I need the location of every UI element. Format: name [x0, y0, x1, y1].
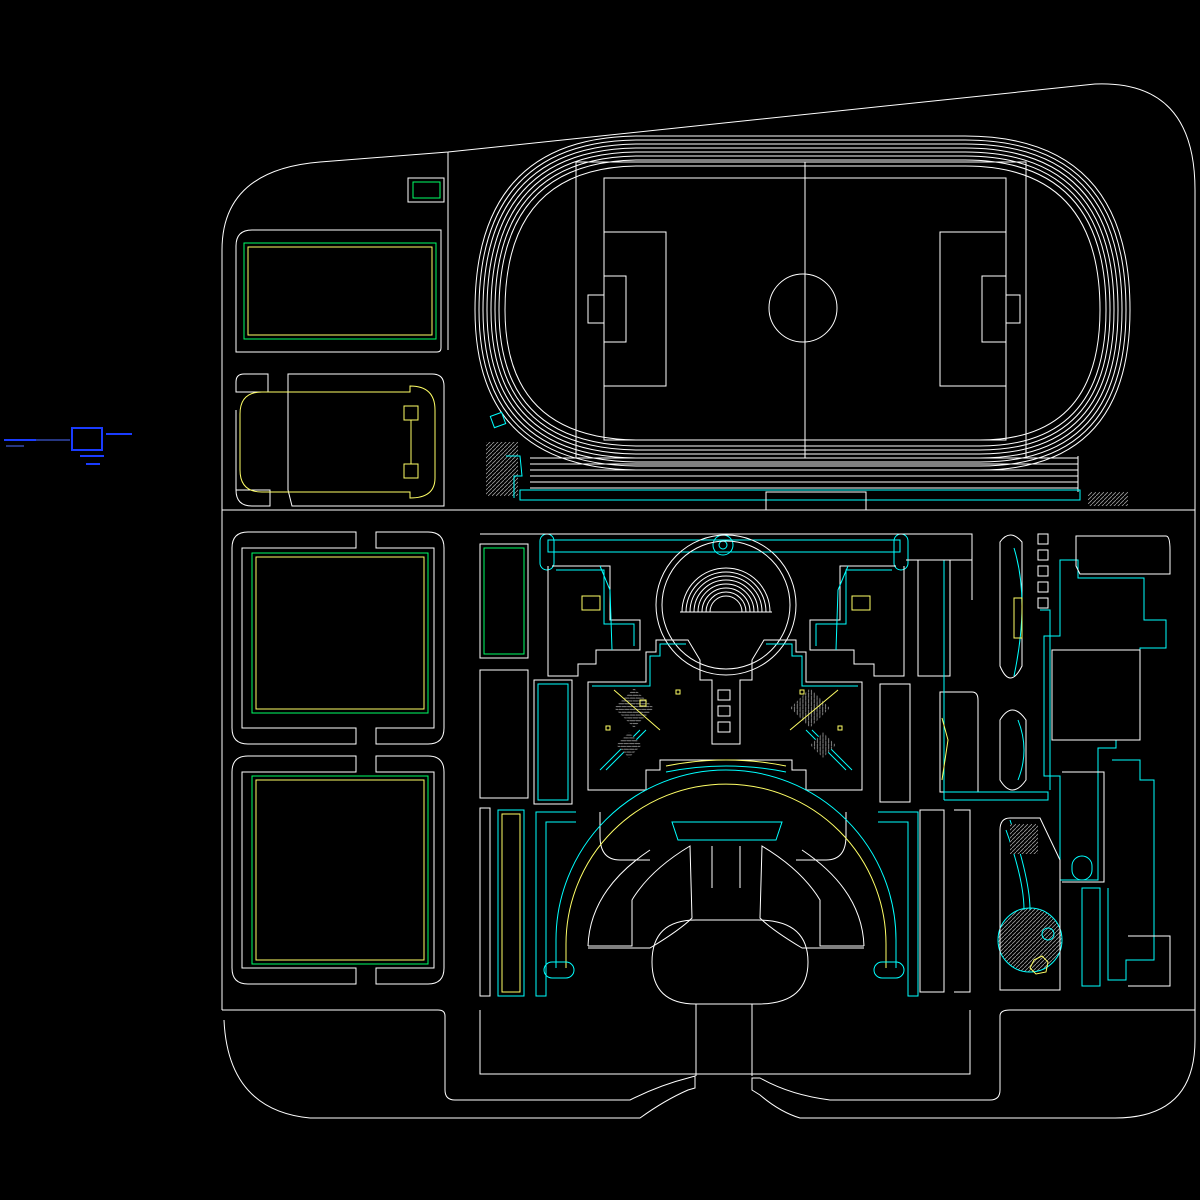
stadium: [474, 135, 1131, 511]
west-courts: [231, 531, 445, 985]
site-boundary: [221, 83, 1196, 1119]
nw-building-block: [235, 373, 445, 507]
nw-parking-block: [235, 177, 445, 353]
thumbnail-cluster: [4, 427, 132, 465]
east-complex: [879, 533, 1171, 991]
central-campus: [479, 533, 973, 1076]
